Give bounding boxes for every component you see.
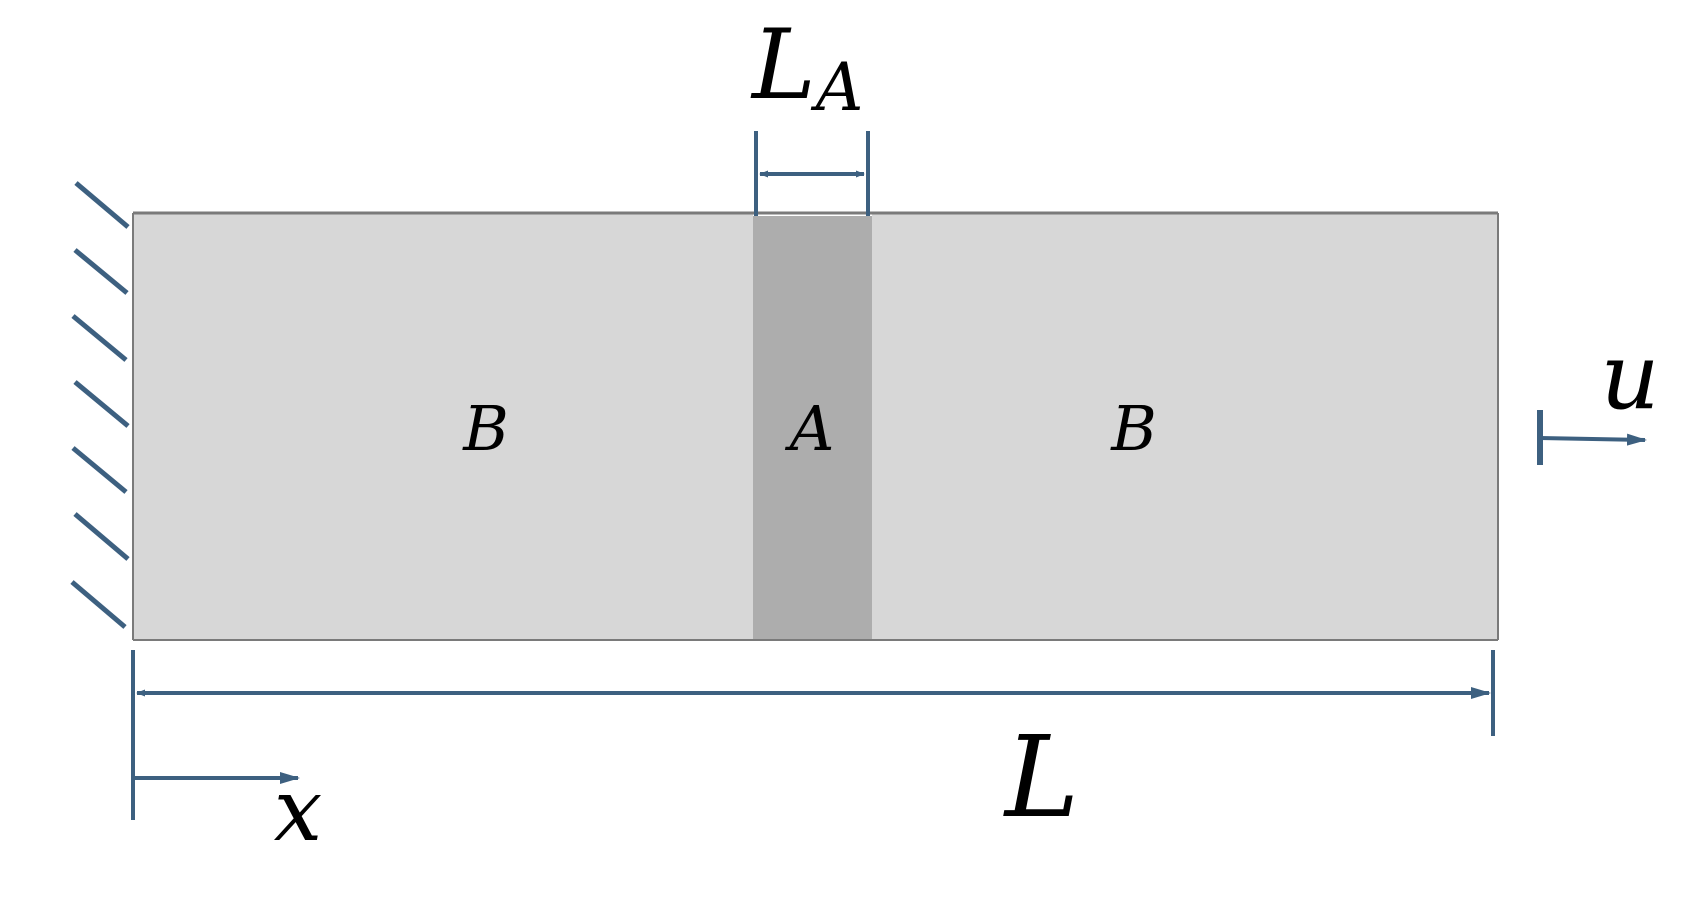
- region-label-center: A: [785, 392, 835, 465]
- bar-outline: [132, 211, 1499, 641]
- region-b-right: [872, 213, 1498, 640]
- inner-width-label: LA: [750, 9, 863, 126]
- hatch-line: [70, 580, 127, 629]
- x-axis-label: x: [274, 761, 323, 861]
- hatch-line: [73, 512, 130, 561]
- region-label-right: B: [1110, 392, 1157, 465]
- displacement-arrow: [1539, 433, 1647, 446]
- region-b-left: [133, 213, 753, 640]
- total-length-dimension: [131, 650, 1495, 820]
- hatch-line: [71, 314, 128, 362]
- inner-width-label-subscript: A: [810, 49, 864, 126]
- hatch-line: [71, 446, 128, 494]
- inner-width-dimension: [754, 131, 870, 216]
- hatch-line: [74, 181, 130, 229]
- hatch-line: [73, 380, 130, 428]
- region-label-left: B: [462, 392, 509, 465]
- fixed-support-hatching: [70, 181, 130, 629]
- region-a: [753, 216, 872, 640]
- inner-width-label-main: L: [750, 9, 816, 121]
- hatch-line: [73, 248, 129, 295]
- applied-displacement: [1537, 410, 1647, 465]
- total-length-label: L: [1003, 713, 1079, 843]
- displacement-label: u: [1600, 323, 1659, 430]
